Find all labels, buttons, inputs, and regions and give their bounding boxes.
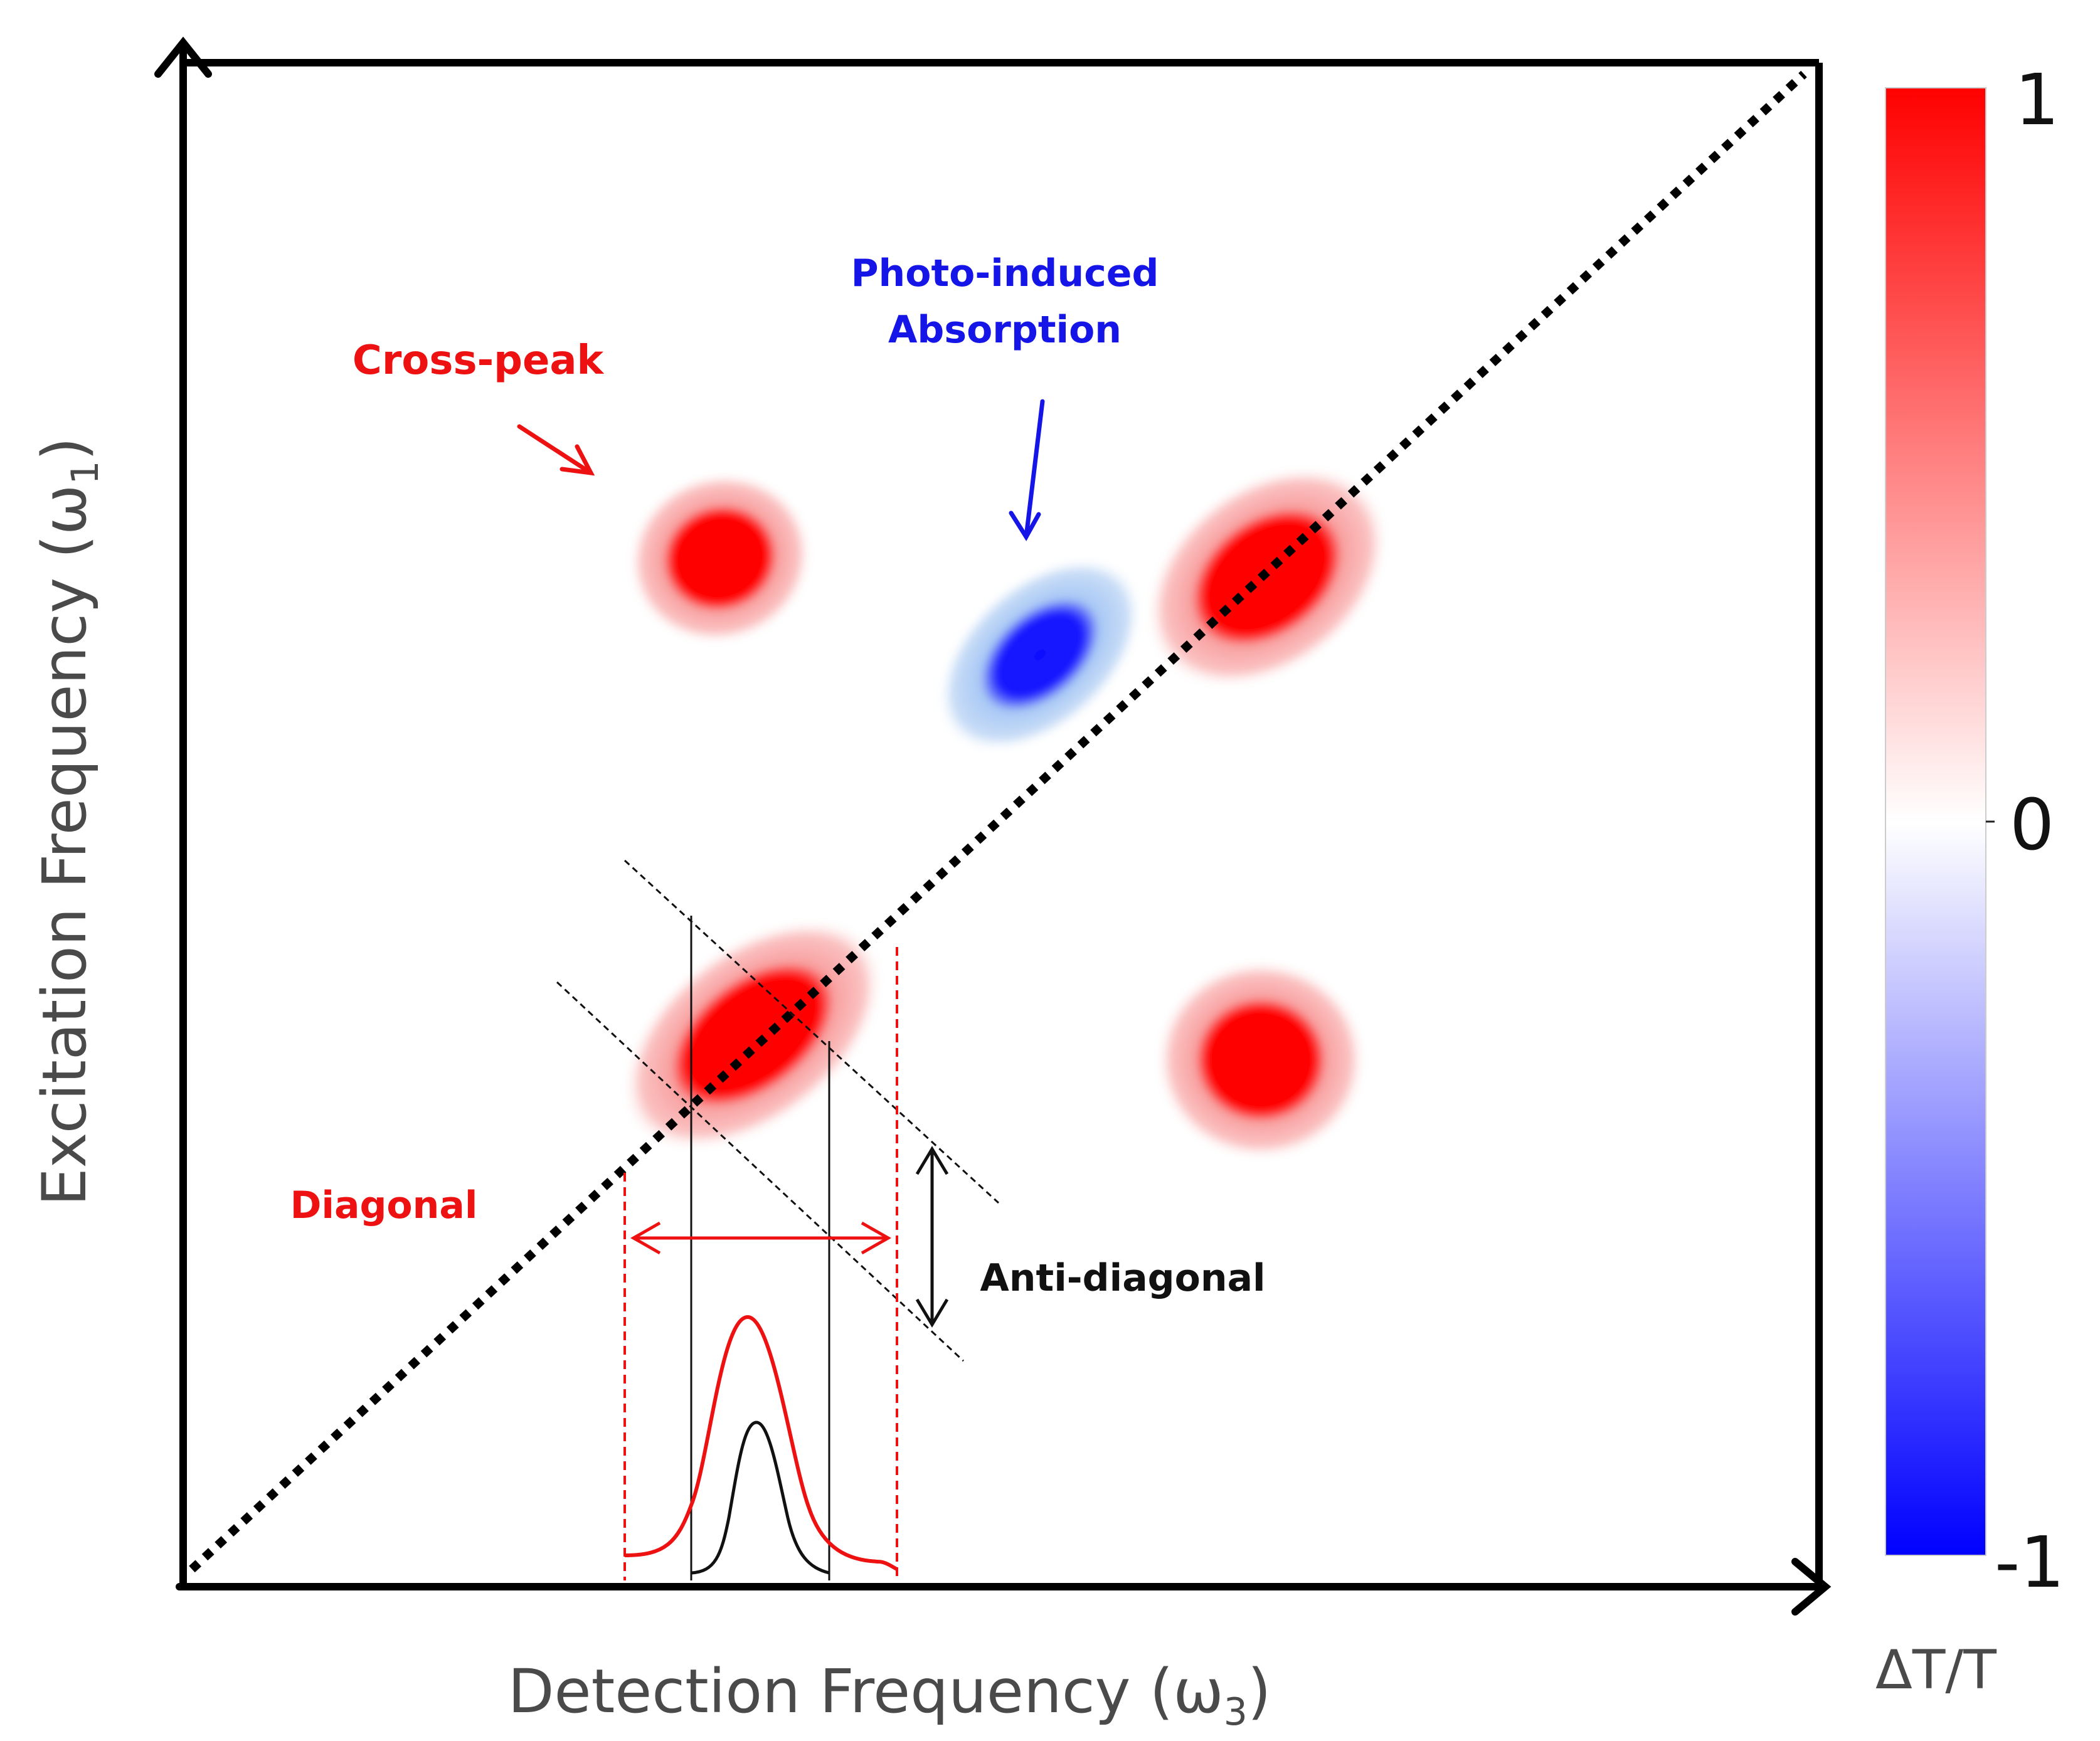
- diagonal-peak-lower: [622, 918, 884, 1151]
- y-axis-title: Excitation Frequency (ω1): [29, 437, 107, 1206]
- anti-diagonal-width-arrow: [915, 1146, 949, 1328]
- cross-peak-upper-left: [628, 472, 812, 645]
- photo-induced-label-line2: Absorption: [888, 308, 1122, 352]
- x-axis: [176, 1558, 1832, 1616]
- colorbar-title: ΔT/T: [1875, 1639, 1997, 1701]
- cross-peak-lower-right: [1155, 960, 1366, 1160]
- colorbar-tick-mid-label: 0: [2010, 785, 2054, 866]
- diagonal-width-arrow: [630, 1221, 892, 1255]
- photo-induced-arrow: [1009, 399, 1045, 541]
- photo-induced-absorption-peak: [937, 557, 1143, 753]
- colorbar: 1 0 -1 ΔT/T: [1875, 60, 2065, 1701]
- x-axis-title: Detection Frequency (ω3): [508, 1656, 1271, 1734]
- anti-diagonal-label: Anti-diagonal: [980, 1256, 1265, 1300]
- plot-frame: [183, 59, 1823, 1584]
- cross-peak-arrow: [517, 424, 595, 476]
- diagonal-dotted-line: [189, 70, 1807, 1573]
- colorbar-gradient: [1885, 87, 1986, 1556]
- diagonal-lineshape-curve: [624, 1315, 898, 1571]
- anti-diagonal-lineshape-curve: [691, 1421, 830, 1575]
- diagonal-label: Diagonal: [290, 1183, 478, 1227]
- colorbar-tick-min: -1: [1995, 1522, 2065, 1604]
- y-axis: [154, 36, 212, 1590]
- photo-induced-label-line1: Photo-induced: [851, 251, 1159, 295]
- peaks: [622, 465, 1388, 1160]
- colorbar-tick-max: 1: [2015, 60, 2059, 141]
- cross-peak-label: Cross-peak: [353, 337, 605, 384]
